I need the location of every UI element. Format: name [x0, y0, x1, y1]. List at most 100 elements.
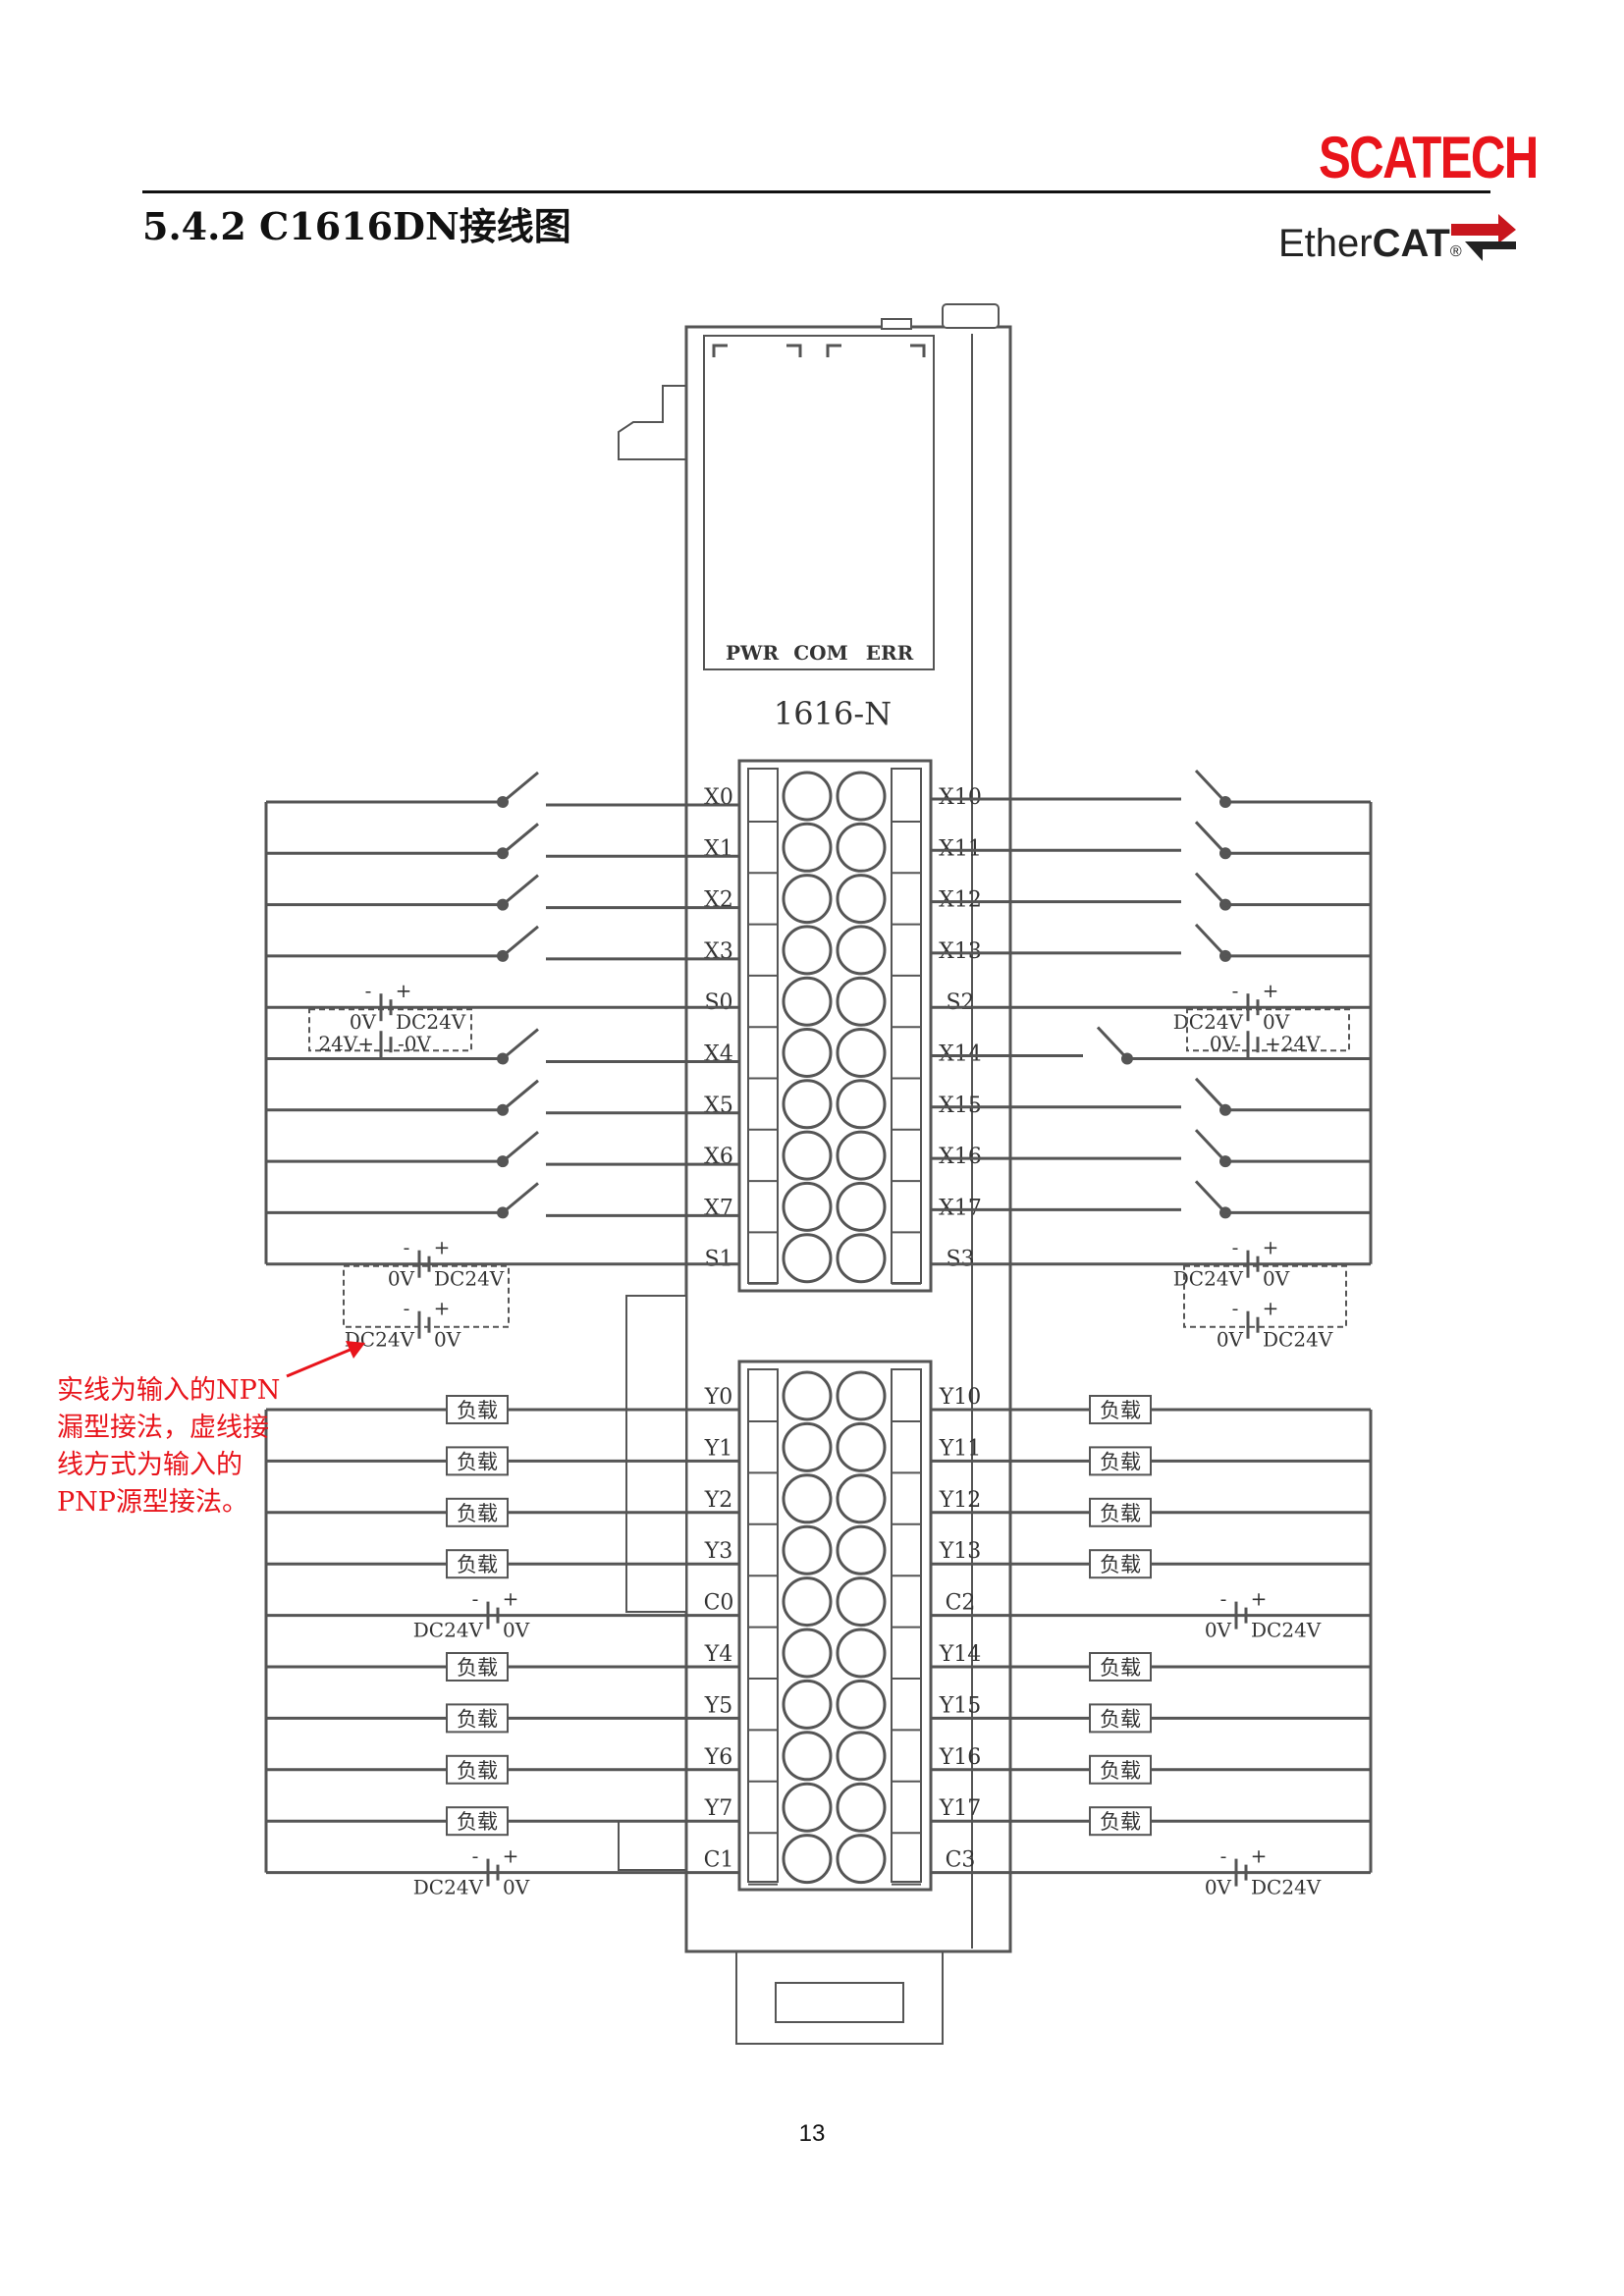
terminal-rib-right	[891, 1368, 922, 1883]
input-label-s0: S0	[704, 990, 732, 1015]
battery-minus-label: -	[1232, 979, 1239, 1002]
battery-minus-label: -	[365, 979, 372, 1002]
terminal-hole	[836, 925, 887, 976]
battery-right-label: 0V	[503, 1619, 530, 1642]
battery-right-label: DC24V	[1263, 1328, 1333, 1352]
output-label-y3: Y3	[704, 1539, 733, 1564]
battery-right-label: DC24V	[396, 1010, 466, 1034]
terminal-block	[737, 759, 933, 1293]
output-label-y16: Y16	[939, 1745, 982, 1770]
switch-blade-icon	[502, 925, 539, 958]
battery-left-label: 0V-	[1210, 1032, 1241, 1055]
load-label: 负载	[457, 1399, 498, 1422]
terminal-hole	[782, 874, 833, 925]
output-label-y10: Y10	[939, 1385, 982, 1410]
battery-minus-label: -	[472, 1587, 479, 1611]
terminal-hole	[836, 1731, 887, 1782]
load-label: 负载	[1100, 1759, 1141, 1783]
load-label: 负载	[1100, 1707, 1141, 1731]
load-box	[1089, 1549, 1152, 1579]
battery-plus-label: +	[1263, 1236, 1279, 1259]
top-tab	[881, 318, 912, 330]
battery-right-label: 0V	[1263, 1267, 1290, 1291]
terminal-hole	[782, 1731, 833, 1782]
corner-mark	[910, 344, 926, 357]
load-box	[446, 1497, 509, 1527]
led-window	[703, 335, 935, 670]
output-label-c3: C3	[946, 1848, 976, 1873]
terminal-hole	[782, 771, 833, 822]
terminal-hole	[782, 1233, 833, 1284]
load-label: 负载	[1100, 1502, 1141, 1525]
battery-right-label: -0V	[398, 1032, 431, 1055]
battery-right-label: +24V	[1265, 1032, 1321, 1055]
note-line: PNP源型接法。	[57, 1487, 248, 1518]
ethercat-logo-plain: Ether	[1278, 222, 1373, 265]
terminal-hole	[836, 976, 887, 1027]
corner-mark	[826, 344, 841, 357]
battery-symbol	[417, 1310, 431, 1339]
battery-plus-label: +	[503, 1587, 519, 1611]
terminal-hole	[782, 1421, 833, 1472]
output-label-y7: Y7	[704, 1796, 733, 1821]
terminal-hole	[836, 1834, 887, 1885]
led-label-pwr: PWR	[726, 641, 780, 665]
ethercat-logo-reg: ®	[1449, 243, 1462, 260]
module-model: 1616-N	[774, 695, 892, 732]
load-box	[1089, 1652, 1152, 1682]
switch-blade-icon	[1194, 872, 1227, 906]
terminal-hole	[782, 925, 833, 976]
annotation-arrow	[286, 1344, 360, 1378]
side-connector	[625, 1295, 687, 1613]
din-rail-slot	[775, 1982, 904, 2023]
battery-right-label: 0V	[434, 1328, 461, 1352]
output-label-y15: Y15	[939, 1693, 982, 1718]
terminal-hole	[836, 1079, 887, 1130]
note-line: 线方式为输入的	[57, 1450, 243, 1480]
load-label: 负载	[457, 1759, 498, 1783]
switch-blade-icon	[1194, 769, 1227, 804]
battery-right-label: DC24V	[434, 1267, 505, 1291]
battery-plus-label: +	[1263, 979, 1279, 1002]
terminal-hole	[782, 1834, 833, 1885]
npn-pnp-note: 实线为输入的NPN 漏型接法，虚线接 线方式为输入的 PNP源型接法。	[57, 1372, 280, 1522]
terminal-hole	[836, 1130, 887, 1181]
switch-blade-icon	[502, 1182, 539, 1214]
terminal-hole	[782, 1782, 833, 1833]
input-label-s1: S1	[704, 1248, 732, 1272]
terminal-hole	[836, 771, 887, 822]
battery-minus-label: -	[1220, 1587, 1227, 1611]
terminal-hole	[836, 874, 887, 925]
battery-symbol	[486, 1858, 500, 1887]
mount-hook	[618, 385, 686, 460]
load-box	[446, 1395, 509, 1424]
load-box	[1089, 1446, 1152, 1476]
terminal-hole	[836, 1524, 887, 1575]
output-label-y0: Y0	[704, 1385, 733, 1410]
output-label-c2: C2	[946, 1591, 976, 1616]
load-box	[1089, 1703, 1152, 1734]
battery-plus-label: +	[1251, 1587, 1268, 1611]
load-box	[446, 1652, 509, 1682]
battery-symbol	[1246, 993, 1260, 1022]
load-box	[446, 1806, 509, 1837]
battery-minus-label: -	[472, 1844, 479, 1868]
dashed-pnp-box	[343, 1264, 510, 1328]
terminal-hole	[782, 1028, 833, 1078]
switch-blade-icon	[1194, 923, 1227, 957]
battery-left-label: 0V	[1205, 1876, 1232, 1899]
battery-right-label: DC24V	[1251, 1876, 1322, 1899]
terminal-hole	[836, 1421, 887, 1472]
terminal-hole	[836, 1628, 887, 1679]
output-label-c0: C0	[704, 1591, 734, 1616]
battery-left-label: DC24V	[1173, 1010, 1244, 1034]
load-label: 负载	[1100, 1399, 1141, 1422]
terminal-hole	[782, 1370, 833, 1421]
battery-plus-label: +	[1263, 1297, 1279, 1320]
terminal-rib-left	[747, 1368, 779, 1883]
switch-blade-icon	[502, 1130, 539, 1163]
battery-right-label: 0V	[503, 1876, 530, 1899]
load-label: 负载	[457, 1656, 498, 1680]
switch-blade-icon	[502, 823, 539, 855]
terminal-block	[737, 1360, 933, 1892]
